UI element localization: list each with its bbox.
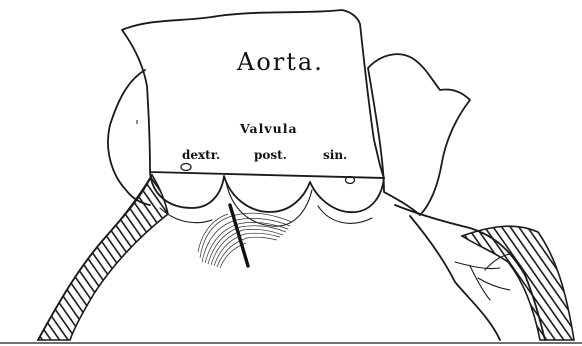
left-cusp-label: sin. xyxy=(323,148,347,162)
cusp-lower-edge xyxy=(160,182,372,226)
right-cusp-label: dextr. xyxy=(182,148,220,162)
right-appendage xyxy=(368,54,470,215)
aorta-label: Aorta. xyxy=(236,48,324,76)
left-fold xyxy=(108,70,150,205)
right-coronary-ostium xyxy=(181,164,191,171)
valve-cusps xyxy=(150,172,384,212)
vessel-branches xyxy=(455,254,510,300)
posterior-cusp-label: post. xyxy=(254,148,287,162)
valve-label: Valvula xyxy=(239,121,298,136)
left-hatched-section xyxy=(38,175,168,340)
